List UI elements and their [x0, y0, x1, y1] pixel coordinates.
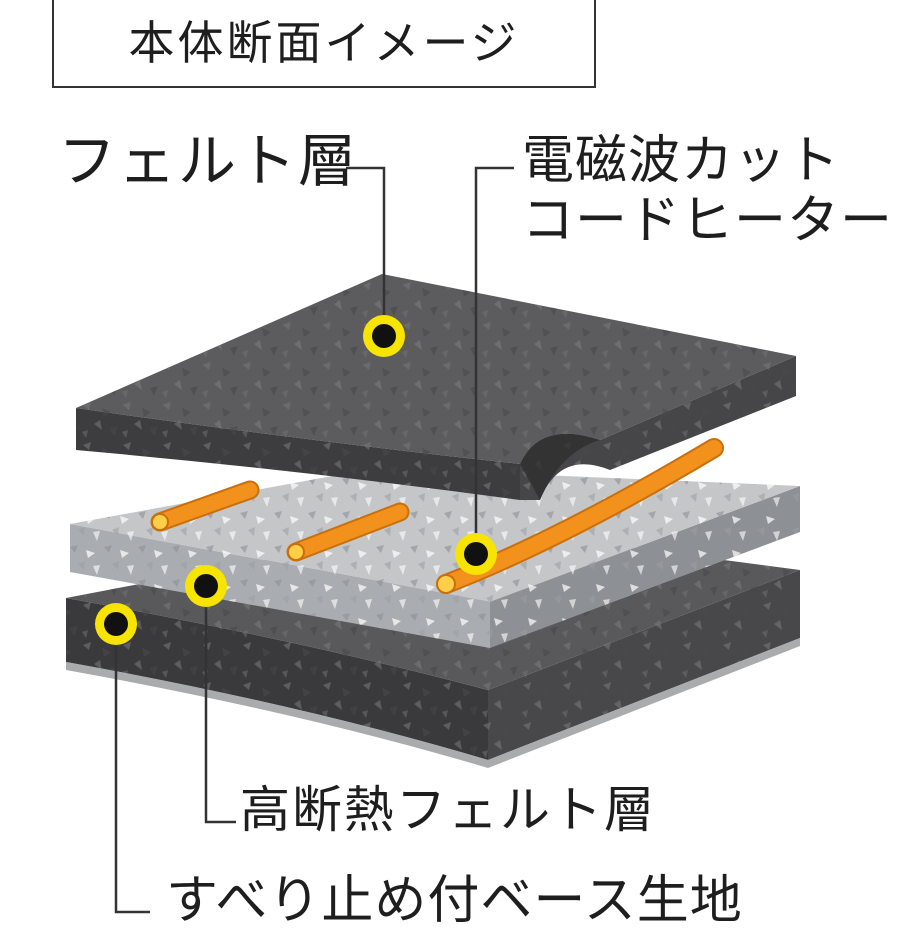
marker-base-dot — [104, 612, 128, 636]
top-layer — [76, 274, 796, 500]
top-layer-texture — [76, 274, 796, 500]
leader-heater — [474, 166, 514, 554]
leader-base — [114, 624, 150, 914]
diagram-title: 本体断面イメージ — [128, 16, 520, 70]
heater-wire-end — [436, 574, 456, 594]
marker-heater-dot — [464, 542, 488, 566]
leader-insulation — [204, 586, 236, 824]
label-insulation-layer: 高断熱フェルト層 — [240, 781, 656, 839]
markers — [95, 315, 497, 645]
label-felt-layer: フェルト層 — [58, 127, 359, 195]
top-layer-fold-shadow — [520, 433, 600, 500]
bottom-layer-underside — [66, 638, 800, 768]
leader-felt — [346, 166, 386, 336]
leader-lines — [114, 166, 514, 914]
title-box: 本体断面イメージ — [52, 0, 596, 88]
marker-felt-dot — [372, 324, 396, 348]
heater-wire-end — [287, 543, 305, 561]
label-heater: 電磁波カット コードヒーター — [522, 131, 894, 252]
label-heater-line2: コードヒーター — [522, 190, 894, 251]
label-base-fabric: すべり止め付ベース生地 — [166, 871, 743, 931]
heater-wire-end — [151, 513, 169, 531]
marker-insulation-dot — [194, 574, 218, 598]
label-heater-line1: 電磁波カット — [522, 131, 841, 191]
heater-wire — [152, 482, 258, 530]
heater-wire — [288, 504, 408, 560]
